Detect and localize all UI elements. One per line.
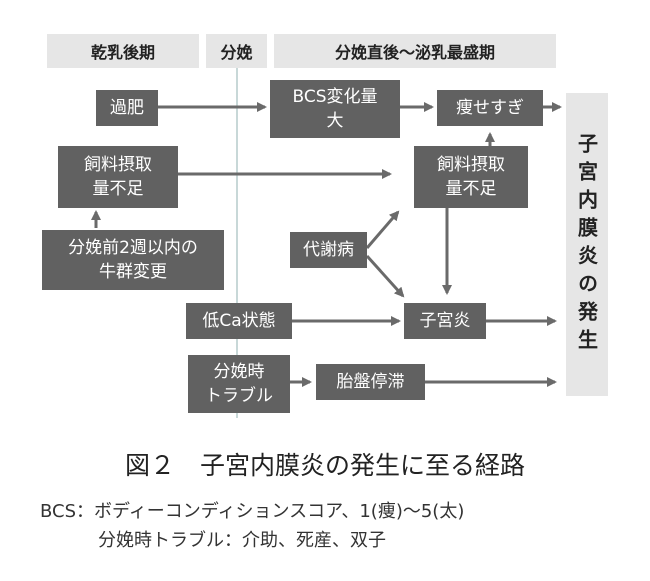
header-dry-period: 乾乳後期 xyxy=(47,34,199,68)
box-herd-change: 分娩前2週以内の 牛群変更 xyxy=(42,230,224,290)
box-bcs-change: BCS変化量 大 xyxy=(270,80,400,138)
box-endometritis-onset: 子宮内膜炎の発生 xyxy=(566,93,608,396)
box-uteritis: 子宮炎 xyxy=(404,303,486,339)
note-calving-trouble: 分娩時トラブル：介助、死産、双子 xyxy=(98,530,386,551)
arrow-metabolic-uteritis xyxy=(365,254,405,298)
box-low-calcium: 低Ca状態 xyxy=(186,303,292,339)
note-bcs: BCS：ボディーコンディションスコア、1(痩)～5(太) xyxy=(40,501,465,522)
box-retained-placenta: 胎盤停滞 xyxy=(316,364,425,400)
box-feed-shortage-dry: 飼料摂取 量不足 xyxy=(58,146,178,208)
box-overweight: 過肥 xyxy=(96,90,158,126)
header-calving: 分娩 xyxy=(206,34,267,68)
box-metabolic-disease: 代謝病 xyxy=(290,232,367,268)
header-early-lactation: 分娩直後～泌乳最盛期 xyxy=(274,34,556,68)
box-feed-shortage-lactation: 飼料摂取 量不足 xyxy=(414,146,528,208)
arrow-metabolic-feed2 xyxy=(365,210,400,249)
calving-divider xyxy=(236,68,238,418)
figure-caption: 図２ 子宮内膜炎の発生に至る経路 xyxy=(124,451,525,480)
box-too-thin: 痩せすぎ xyxy=(437,90,543,126)
box-calving-trouble: 分娩時 トラブル xyxy=(188,355,290,413)
